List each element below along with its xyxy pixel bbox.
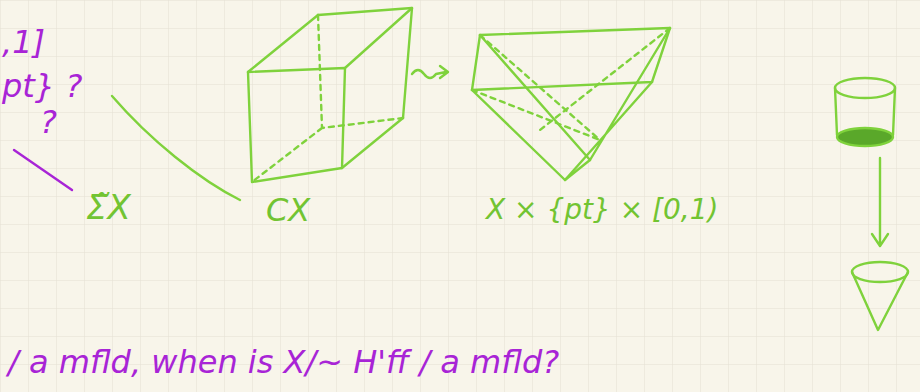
product-label: X × {pt} × [0,1) [486, 196, 718, 224]
cone-sketch [852, 262, 908, 330]
collapsed-cube-sketch [472, 28, 670, 180]
suspension-label: Σ̃X [86, 190, 131, 224]
question-note: ? [40, 106, 57, 138]
point-note: pt} ? [2, 70, 82, 102]
cone-label: CX [266, 194, 310, 226]
leader-curve [112, 96, 240, 200]
interval-note: ,1] [2, 26, 45, 58]
leader-line [14, 150, 72, 190]
question-text: / a mfld, when is X/~ H'ff / a mfld? [8, 346, 559, 378]
cube-sketch [248, 8, 412, 182]
cylinder-sketch [835, 78, 895, 146]
squiggle-arrow [412, 66, 448, 78]
down-arrow [872, 158, 888, 246]
